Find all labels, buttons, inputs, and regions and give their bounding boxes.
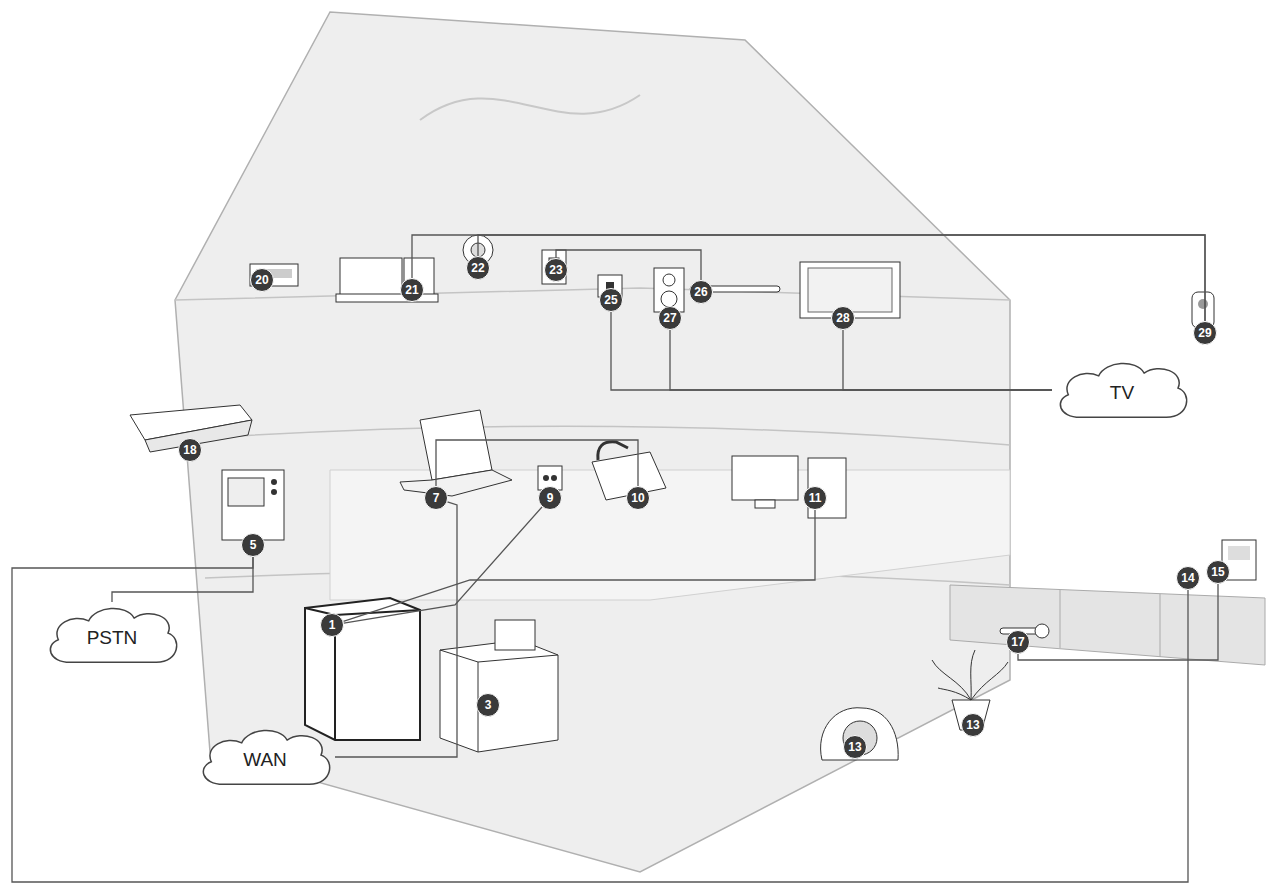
network-cloud: TV bbox=[1052, 357, 1192, 423]
network-cloud: WAN bbox=[195, 724, 335, 790]
callout-text: 11 bbox=[809, 492, 822, 504]
callout-number: 20 bbox=[250, 268, 274, 292]
connector-line bbox=[12, 557, 1188, 882]
callout-text: 13 bbox=[848, 741, 861, 753]
callout-number: 26 bbox=[689, 280, 713, 304]
callout-text: 25 bbox=[604, 294, 617, 306]
connector-line bbox=[843, 330, 1052, 390]
cloud-label: PSTN bbox=[87, 627, 138, 649]
callout-text: 1 bbox=[329, 619, 336, 631]
callout-number: 22 bbox=[466, 256, 490, 280]
callout-text: 26 bbox=[694, 286, 707, 298]
callout-number: 10 bbox=[626, 486, 650, 510]
callout-text: 22 bbox=[471, 262, 484, 274]
connector-line bbox=[344, 507, 542, 623]
callout-number: 3 bbox=[476, 693, 500, 717]
callout-number: 1 bbox=[320, 613, 344, 637]
connector-line bbox=[556, 250, 701, 280]
callout-text: 5 bbox=[250, 539, 257, 551]
callout-number: 28 bbox=[831, 306, 855, 330]
callout-text: 18 bbox=[183, 444, 196, 456]
callout-number: 18 bbox=[178, 438, 202, 462]
callout-number: 7 bbox=[424, 486, 448, 510]
connector-line bbox=[1018, 584, 1218, 660]
callout-number: 11 bbox=[803, 486, 827, 510]
cloud-outline bbox=[1060, 363, 1186, 417]
cloud-label: TV bbox=[1110, 382, 1134, 404]
callout-text: 21 bbox=[405, 284, 418, 296]
cloud-outline bbox=[203, 730, 329, 784]
connector-line bbox=[112, 557, 253, 602]
callout-text: 27 bbox=[663, 312, 676, 324]
connector-line bbox=[670, 330, 1052, 390]
callout-number: 9 bbox=[538, 486, 562, 510]
callout-number: 21 bbox=[400, 278, 424, 302]
callout-number: 25 bbox=[599, 288, 623, 312]
cloud-outline bbox=[50, 608, 176, 662]
callout-number: 17 bbox=[1006, 630, 1030, 654]
callout-text: 10 bbox=[631, 492, 644, 504]
connector-line bbox=[436, 440, 638, 486]
callout-text: 3 bbox=[485, 699, 492, 711]
callout-number: 14 bbox=[1176, 566, 1200, 590]
connector-line bbox=[412, 235, 1205, 321]
callout-number: 13 bbox=[843, 735, 867, 759]
callout-number: 23 bbox=[544, 258, 568, 282]
callout-text: 17 bbox=[1011, 636, 1024, 648]
cloud-label: WAN bbox=[243, 749, 287, 771]
connector-line bbox=[343, 510, 815, 621]
callout-text: 20 bbox=[255, 274, 268, 286]
connector-line bbox=[335, 502, 457, 757]
callout-text: 15 bbox=[1211, 566, 1224, 578]
callout-text: 14 bbox=[1181, 572, 1194, 584]
callout-text: 29 bbox=[1198, 327, 1211, 339]
network-cloud: PSTN bbox=[42, 602, 182, 668]
callout-number: 15 bbox=[1206, 560, 1230, 584]
callout-number: 13 bbox=[961, 713, 985, 737]
callout-number: 27 bbox=[658, 306, 682, 330]
callout-text: 9 bbox=[547, 492, 554, 504]
callout-number: 29 bbox=[1193, 321, 1217, 345]
callout-text: 28 bbox=[836, 312, 849, 324]
callout-number: 5 bbox=[241, 533, 265, 557]
callout-text: 23 bbox=[549, 264, 562, 276]
callout-text: 7 bbox=[433, 492, 440, 504]
callout-text: 13 bbox=[966, 719, 979, 731]
